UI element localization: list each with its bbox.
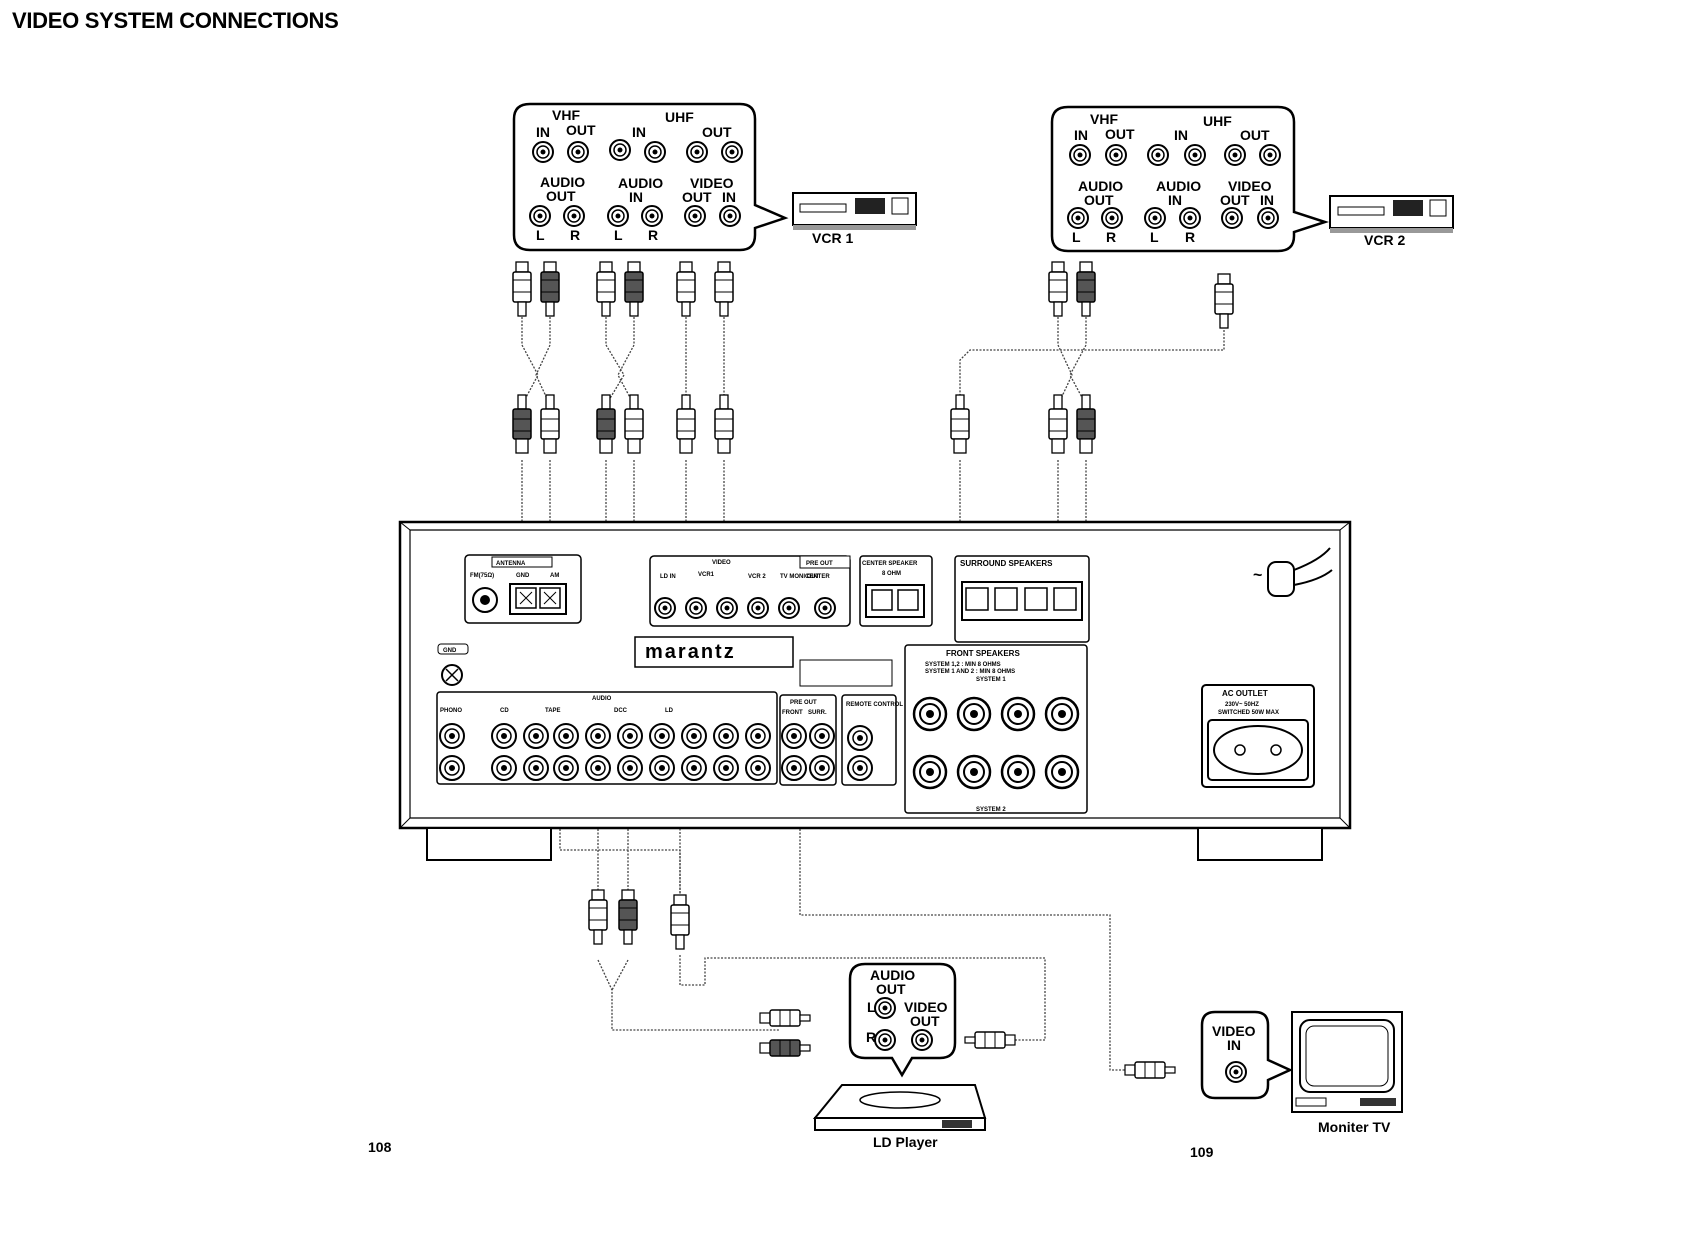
svg-text:R: R [570, 227, 580, 243]
svg-text:SYSTEM 2: SYSTEM 2 [976, 807, 1006, 813]
svg-text:L: L [614, 227, 623, 243]
svg-text:R: R [866, 1029, 876, 1045]
svg-text:TV MONI OUT: TV MONI OUT [780, 574, 820, 580]
page-title: VIDEO SYSTEM CONNECTIONS [12, 8, 339, 33]
vcr2-plugs-upper [1048, 261, 1234, 329]
vcr2-label: VCR 2 [1364, 232, 1405, 248]
svg-text:AUDIO: AUDIO [1078, 178, 1123, 194]
vcr1-uhf-in-label: IN [632, 124, 646, 140]
svg-text:OUT: OUT [1240, 127, 1270, 143]
ac-outlet-label: AC OUTLET [1222, 689, 1268, 698]
svg-text:SWITCHED 50W MAX: SWITCHED 50W MAX [1218, 710, 1279, 716]
vcr2-device: VCR 2 [1329, 195, 1454, 248]
svg-text:VHF: VHF [1090, 111, 1118, 127]
svg-text:IN: IN [1174, 127, 1188, 143]
ld-video-label: VIDEO [904, 999, 948, 1015]
svg-text:L: L [1072, 229, 1081, 245]
vcr1-panel: VHF UHF IN OUT IN OUT AUDIO OUT AUDIO IN… [512, 102, 789, 252]
svg-text:R: R [1106, 229, 1116, 245]
svg-text:~: ~ [1253, 567, 1262, 584]
vcr1-label: VCR 1 [812, 230, 853, 246]
vcr1-vhf-in-label: IN [536, 124, 550, 140]
svg-text:FRONT: FRONT [782, 710, 803, 716]
ld-player-label: LD Player [873, 1134, 938, 1150]
svg-text:LD IN: LD IN [660, 574, 676, 580]
svg-text:OUT: OUT [546, 188, 576, 204]
svg-text:PHONO: PHONO [440, 708, 462, 714]
vcr1-video-label: VIDEO [690, 175, 734, 191]
svg-text:OUT: OUT [1084, 192, 1114, 208]
front-speakers-label: FRONT SPEAKERS [946, 649, 1020, 658]
svg-text:FM(75Ω): FM(75Ω) [470, 573, 494, 579]
vcr1-uhf-out-label: OUT [702, 124, 732, 140]
audio-section-label: AUDIO [592, 696, 612, 702]
svg-text:OUT: OUT [682, 189, 712, 205]
svg-text:R: R [1185, 229, 1195, 245]
svg-text:AM: AM [550, 573, 559, 579]
monitor-tv-device: Moniter TV [1291, 1011, 1403, 1135]
svg-text:SYSTEM 1 AND 2 : MIN 8 OHMS: SYSTEM 1 AND 2 : MIN 8 OHMS [925, 669, 1015, 675]
svg-text:OUT: OUT [910, 1013, 940, 1029]
surround-speakers-label: SURROUND SPEAKERS [960, 559, 1053, 568]
vcr1-uhf-label: UHF [665, 109, 694, 125]
svg-text:8 OHM: 8 OHM [882, 571, 901, 577]
svg-text:IN: IN [1227, 1037, 1241, 1053]
svg-text:L: L [536, 227, 545, 243]
svg-text:IN: IN [1168, 192, 1182, 208]
svg-text:230V~ 50HZ: 230V~ 50HZ [1225, 702, 1259, 708]
svg-text:OUT: OUT [1105, 126, 1135, 142]
svg-text:SYSTEM 1: SYSTEM 1 [976, 677, 1006, 683]
page-number-right: 109 [1190, 1144, 1214, 1160]
svg-text:OUT: OUT [1220, 192, 1250, 208]
svg-text:PRE OUT: PRE OUT [806, 561, 833, 567]
svg-text:IN: IN [1260, 192, 1274, 208]
svg-text:VCR1: VCR1 [698, 572, 715, 578]
vcr1-audio-in-label: AUDIO [618, 175, 663, 191]
vcr1-device: VCR 1 [792, 192, 917, 246]
ld-audio-label: AUDIO [870, 967, 915, 983]
receiver-side-plugs [512, 394, 1096, 454]
svg-text:SURR.: SURR. [808, 710, 827, 716]
svg-text:PRE OUT: PRE OUT [790, 700, 817, 706]
ld-player-panel: AUDIO OUT L VIDEO OUT R [848, 962, 957, 1078]
vcr1-plugs-upper [512, 261, 734, 317]
svg-text:IN: IN [1074, 127, 1088, 143]
svg-text:VCR 2: VCR 2 [748, 574, 766, 580]
svg-text:LD: LD [665, 708, 674, 714]
svg-text:CENTER SPEAKER: CENTER SPEAKER [862, 561, 918, 567]
page-number-left: 108 [368, 1139, 392, 1155]
svg-text:OUT: OUT [876, 981, 906, 997]
svg-text:VIDEO: VIDEO [1228, 178, 1272, 194]
svg-text:IN: IN [629, 189, 643, 205]
vcr1-vhf-out-label: OUT [566, 122, 596, 138]
svg-text:TAPE: TAPE [545, 708, 561, 714]
monitor-video-label: VIDEO [1212, 1023, 1256, 1039]
vcr1-vhf-label: VHF [552, 107, 580, 123]
svg-text:AUDIO: AUDIO [1156, 178, 1201, 194]
monitor-tv-label: Moniter TV [1318, 1119, 1391, 1135]
svg-text:L: L [867, 999, 876, 1015]
marantz-logo: marantz [645, 641, 736, 663]
video-section-label: VIDEO [712, 560, 731, 566]
monitor-video-panel: VIDEO IN [1200, 1010, 1294, 1100]
svg-text:DCC: DCC [614, 708, 628, 714]
svg-text:SYSTEM 1,2 : MIN 8 OHMS: SYSTEM 1,2 : MIN 8 OHMS [925, 662, 1001, 668]
svg-text:IN: IN [722, 189, 736, 205]
receiver: ANTENNA FM(75Ω) GND AM GND VIDEO LD IN V… [398, 520, 1352, 861]
gnd-label: GND [443, 648, 457, 654]
vcr2-panel: VHF UHF IN OUT IN OUT AUDIO OUT AUDIO IN… [1050, 105, 1330, 253]
svg-text:CD: CD [500, 708, 509, 714]
svg-text:L: L [1150, 229, 1159, 245]
svg-text:REMOTE CONTROL: REMOTE CONTROL [846, 702, 903, 708]
ld-player-device: LD Player [812, 1084, 987, 1150]
svg-text:CENTER: CENTER [805, 574, 830, 580]
antenna-label: ANTENNA [496, 561, 526, 567]
svg-text:GND: GND [516, 573, 530, 579]
svg-text:UHF: UHF [1203, 113, 1232, 129]
vcr1-audio-out-label: AUDIO [540, 174, 585, 190]
svg-text:R: R [648, 227, 658, 243]
